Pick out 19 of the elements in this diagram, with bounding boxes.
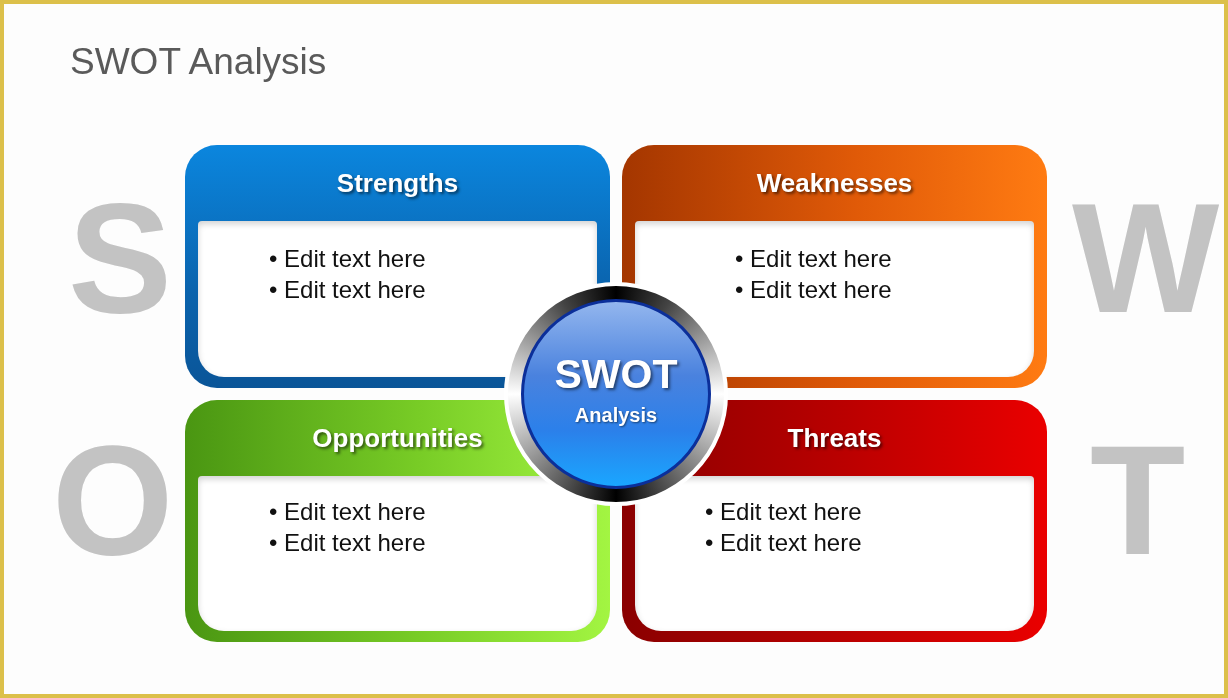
bullet-item: • Edit text here (705, 528, 862, 558)
bullet-item: • Edit text here (269, 497, 426, 527)
card-heading: Weaknesses (756, 167, 913, 199)
bullet-item: • Edit text here (705, 497, 862, 527)
initial-letter: T (1090, 422, 1186, 578)
slide-title: SWOT Analysis (70, 42, 327, 83)
circle-subheading: Analysis (574, 402, 658, 427)
initial-letter: O (52, 422, 174, 578)
card-heading: Opportunities (312, 422, 483, 454)
bullet-item: • Edit text here (269, 275, 426, 305)
card-heading: Strengths (336, 167, 459, 199)
card-heading: Threats (787, 422, 882, 454)
bullet-item: • Edit text here (735, 275, 892, 305)
circle-heading: SWOT (554, 353, 678, 397)
bullet-item: • Edit text here (735, 244, 892, 274)
bullet-item: • Edit text here (269, 528, 426, 558)
bullet-item: • Edit text here (269, 244, 426, 274)
initial-letter: S (68, 180, 173, 336)
initial-letter: W (1072, 180, 1220, 336)
